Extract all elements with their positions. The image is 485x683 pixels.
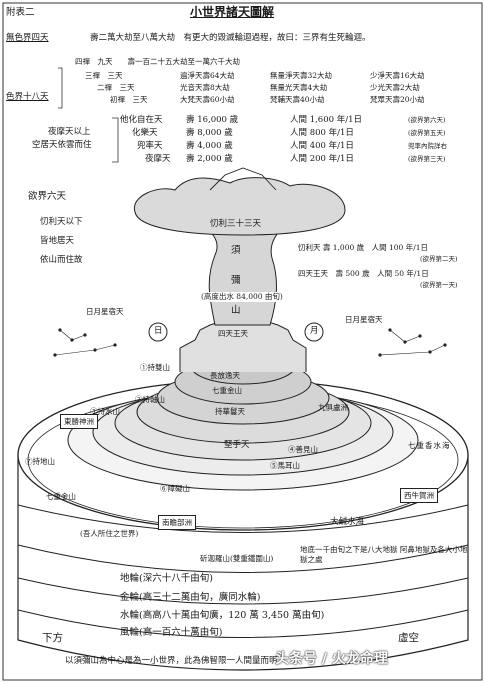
human-world-label: (吾人所住之世界) <box>80 529 139 538</box>
nine-lu-label: 九俱盧洲 <box>318 403 348 412</box>
desire-r2-a: 化樂天 <box>132 128 158 138</box>
trayastrimsa-note: (欲界第二天) <box>420 255 458 263</box>
form-row2-c: 無量光天壽4大劫 <box>270 83 328 92</box>
desire-r1-a: 他化自在天 <box>120 115 163 125</box>
appendix-label: 附表二 <box>6 7 35 18</box>
desire-r1-d: (欲界第六天) <box>408 116 446 124</box>
south-continent: 南瞻部洲 <box>158 515 196 530</box>
form-row1-c: 無量淨天壽32大劫 <box>270 71 333 80</box>
desire-r2-d: (欲界第五天) <box>408 129 446 137</box>
ring-6-label: ⑥障礙山 <box>160 484 190 493</box>
ring-1-label: ①持雙山 <box>140 363 170 372</box>
garland-label: 持華鬘天 <box>215 407 245 416</box>
desire-r3-c: 人間 400 年/1日 <box>290 141 354 151</box>
seven-sea-label: 七重香水海 <box>408 441 451 450</box>
desire-r4-b: 壽 2,000 歲 <box>186 154 233 164</box>
desire-r4-c: 人間 200 年/1日 <box>290 154 354 164</box>
watermark: 头条号 / 火龙命理 <box>275 651 388 667</box>
wheel-line-2 <box>17 544 469 573</box>
sun-circle <box>148 322 168 342</box>
stars-right: 日月星宿天 <box>345 315 383 324</box>
gold-wheel-label: 金輪(高三十二萬由旬，廣同水輪) <box>120 592 261 603</box>
below-label: 下方 <box>42 632 63 644</box>
form-row2-a: 二禪 三天 <box>97 83 135 92</box>
desire-lower-l3: 依山而住故 <box>40 255 83 265</box>
formless-label: 無色界四天 <box>6 33 49 43</box>
wind-wheel-label: 風輪(高一百六十萬由旬) <box>120 627 223 638</box>
form-label: 色界十八天 <box>6 92 49 102</box>
ring-5-label: ⑤馬耳山 <box>270 461 300 470</box>
four-kings-note: (欲界第一天) <box>420 281 458 289</box>
desire-r3-a: 兜率天 <box>137 141 163 151</box>
desire-r2-c: 人間 800 年/1日 <box>290 128 354 138</box>
desire-r2-b: 壽 8,000 歲 <box>186 128 233 138</box>
wheel-line-1 <box>17 504 469 533</box>
four-kings-label: 四天王天 <box>218 329 248 338</box>
desire-six-label: 欲界六天 <box>28 191 67 202</box>
moon-circle <box>304 322 324 342</box>
seven-gold-left: 七重金山 <box>46 492 76 501</box>
seven-gold-top: 七重金山 <box>212 386 242 395</box>
form-row3-d: 梵眾天壽20小劫 <box>370 95 425 104</box>
water-wheel-label: 水輪(高高八十萬由旬廣，120 萬 3,450 萬由旬) <box>120 610 325 621</box>
desire-r1-c: 人間 1,600 年/1日 <box>290 115 363 125</box>
iron-mountain-label: 斫迦羅山(雙重鐵圍山) <box>200 554 274 563</box>
desire-bracket <box>112 117 119 163</box>
trayastrimsa-life: 忉利天 壽 1,000 歲 人間 100 年/1日 <box>298 243 429 252</box>
form-bracket <box>58 67 63 109</box>
sumeru-name-1: 須 <box>231 245 241 256</box>
ring-3-label: ③持水山 <box>90 407 120 416</box>
great-sea-label: 大鹹水海 <box>330 517 365 527</box>
ring-2-label: ②持軸山 <box>135 395 165 404</box>
wheel-line-3 <box>17 577 469 605</box>
stars-left: 日月星宿天 <box>86 307 124 316</box>
star-links <box>54 329 446 356</box>
moon-label: 月 <box>310 326 319 336</box>
desire-upper-left1: 夜摩天以上 <box>48 127 91 137</box>
form-row1-a: 三禪 三天 <box>85 71 123 80</box>
ring-7-label: ⑦持地山 <box>25 457 55 466</box>
desire-lower-l1: 忉利天以下 <box>40 217 83 227</box>
form-row1-d: 少淨天壽16大劫 <box>370 71 425 80</box>
hell-note: 地底一千由旬之下是八大地獄 阿鼻地獄及各大小地獄之處 <box>300 545 468 564</box>
formless-desc: 壽二萬大劫至八萬大劫 有更大的毀滅輪迴過程，故曰：三界有生死輪迴。 <box>90 33 371 43</box>
desire-upper-left2: 空居天依雲而住 <box>32 140 92 150</box>
vessel-label: 堅手天 <box>224 440 250 450</box>
form-row3-c: 梵輔天壽40小劫 <box>270 95 325 104</box>
form-row2-b: 光音天壽8大劫 <box>180 83 230 92</box>
form-row3-a: 初禪 三天 <box>110 95 148 104</box>
desire-r3-b: 壽 4,000 歲 <box>186 141 233 151</box>
trayastrimsa-top <box>134 177 346 236</box>
form-row0: 四禪 九天 壽一百二十五大劫至一萬六千大劫 <box>75 57 240 66</box>
footer-text: 以須彌山為中心是為一小世界，此為佛智限一人間量而明 <box>65 656 278 666</box>
longevity-label: 長放逸天 <box>210 371 240 380</box>
desire-r4-d: (欲界第三天) <box>408 155 446 163</box>
sun-label: 日 <box>154 326 163 336</box>
ring-4-label: ④善見山 <box>288 445 318 454</box>
trayastrimsa-label: 忉利三十三天 <box>210 219 262 229</box>
sumeru-stem <box>196 221 290 326</box>
west-continent: 西牛賀洲 <box>400 488 438 503</box>
four-kings-life: 四天王天 壽 500 歲 人間 50 年/1日 <box>298 269 429 278</box>
desire-r4-a: 夜摩天 <box>145 154 171 164</box>
palace-top <box>209 167 277 191</box>
sumeru-name-2: 彌 <box>231 275 241 286</box>
east-continent: 東勝神洲 <box>60 414 98 429</box>
sumeru-height: (高度出水 84,000 由旬) <box>200 292 284 302</box>
wheel-line-4 <box>17 609 469 638</box>
form-row3-b: 大梵天壽60小劫 <box>180 95 235 104</box>
form-row2-d: 少光天壽2大劫 <box>370 83 420 92</box>
void-label: 虛空 <box>398 632 419 644</box>
desire-r3-d: 兜率內院詳右 <box>408 142 447 150</box>
form-row1-b: 遍淨天壽64大劫 <box>180 71 235 80</box>
desire-r1-b: 壽 16,000 歲 <box>186 115 239 125</box>
earth-wheel-label: 地輪(深六十八千由旬) <box>120 573 213 584</box>
sumeru-tiers <box>179 319 307 372</box>
page-title: 小世界諸天圖解 <box>190 5 275 19</box>
desire-lower-l2: 皆地居天 <box>40 236 75 246</box>
sumeru-name-3: 山 <box>231 305 241 316</box>
